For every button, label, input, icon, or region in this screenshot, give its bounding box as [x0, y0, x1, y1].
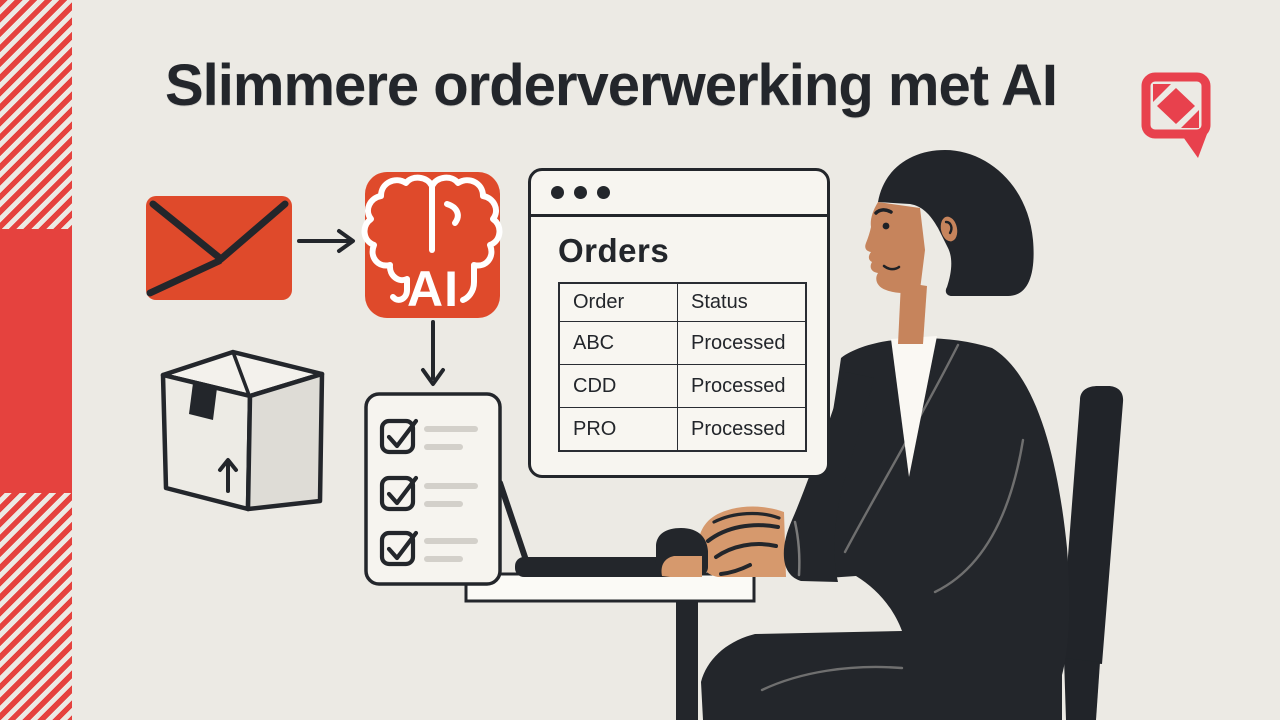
jacket-back-seam [933, 438, 1025, 594]
order-cell: CDD [558, 364, 678, 408]
logo-corner-tl [1153, 84, 1171, 102]
fingertips [661, 556, 702, 577]
col-order: Order [558, 282, 678, 322]
eye [882, 222, 890, 230]
status-cell: Processed [677, 321, 807, 365]
jacket-seam [843, 343, 960, 554]
order-cell: ABC [558, 321, 678, 365]
woman-figure [701, 150, 1070, 720]
page-title: Slimmere orderverwerking met AI [165, 53, 1058, 118]
window-dot [551, 186, 564, 199]
orders-table: Order Status ABC Processed CDD Processed… [558, 282, 807, 452]
col-status: Status [677, 282, 807, 322]
status-cell: Processed [677, 407, 807, 452]
shirt [891, 336, 937, 477]
chair [1060, 386, 1124, 720]
left-red-block [0, 229, 72, 493]
finger-line [714, 542, 778, 559]
arrow-down-icon [421, 320, 445, 386]
ear-inner [944, 220, 953, 235]
desk-leg [676, 601, 698, 720]
package-box-icon [160, 349, 325, 512]
window-titlebar [531, 171, 827, 217]
status-cell: Processed [677, 364, 807, 408]
sleeve [783, 372, 874, 582]
mouth [882, 264, 901, 271]
laptop-base [515, 557, 679, 577]
table-row: CDD Processed [558, 364, 807, 408]
orders-heading: Orders [558, 232, 670, 269]
window-dot [597, 186, 610, 199]
window-dot [574, 186, 587, 199]
ear [940, 216, 958, 242]
envelope-icon [146, 196, 292, 300]
cuff-line [793, 520, 801, 577]
table-header-row: Order Status [558, 282, 807, 322]
eyebrow [874, 208, 893, 215]
brand-logo [1141, 72, 1211, 158]
ai-label: AI [407, 261, 459, 317]
ai-brain-icon: AI [361, 172, 503, 318]
orders-window: Orders Order Status ABC Processed CDD Pr… [528, 168, 830, 478]
arm-and-mouse [655, 372, 874, 582]
face [865, 202, 925, 293]
hand-top-line [712, 511, 781, 524]
table-row: PRO Processed [558, 407, 807, 452]
logo-diamond [1157, 88, 1195, 124]
thumb-line [719, 563, 752, 576]
woman-body [701, 338, 1070, 720]
checklist-document-icon [364, 392, 502, 586]
logo-tail [1181, 134, 1207, 158]
hair [878, 150, 1034, 296]
arrow-right-icon [297, 229, 355, 253]
table-row: ABC Processed [558, 321, 807, 365]
finger-line [706, 523, 780, 543]
neck [898, 282, 927, 344]
lap-seam [760, 665, 904, 692]
logo-ring [1141, 72, 1211, 139]
order-cell: PRO [558, 407, 678, 452]
logo-corner-br [1181, 110, 1199, 128]
desk [464, 572, 756, 720]
